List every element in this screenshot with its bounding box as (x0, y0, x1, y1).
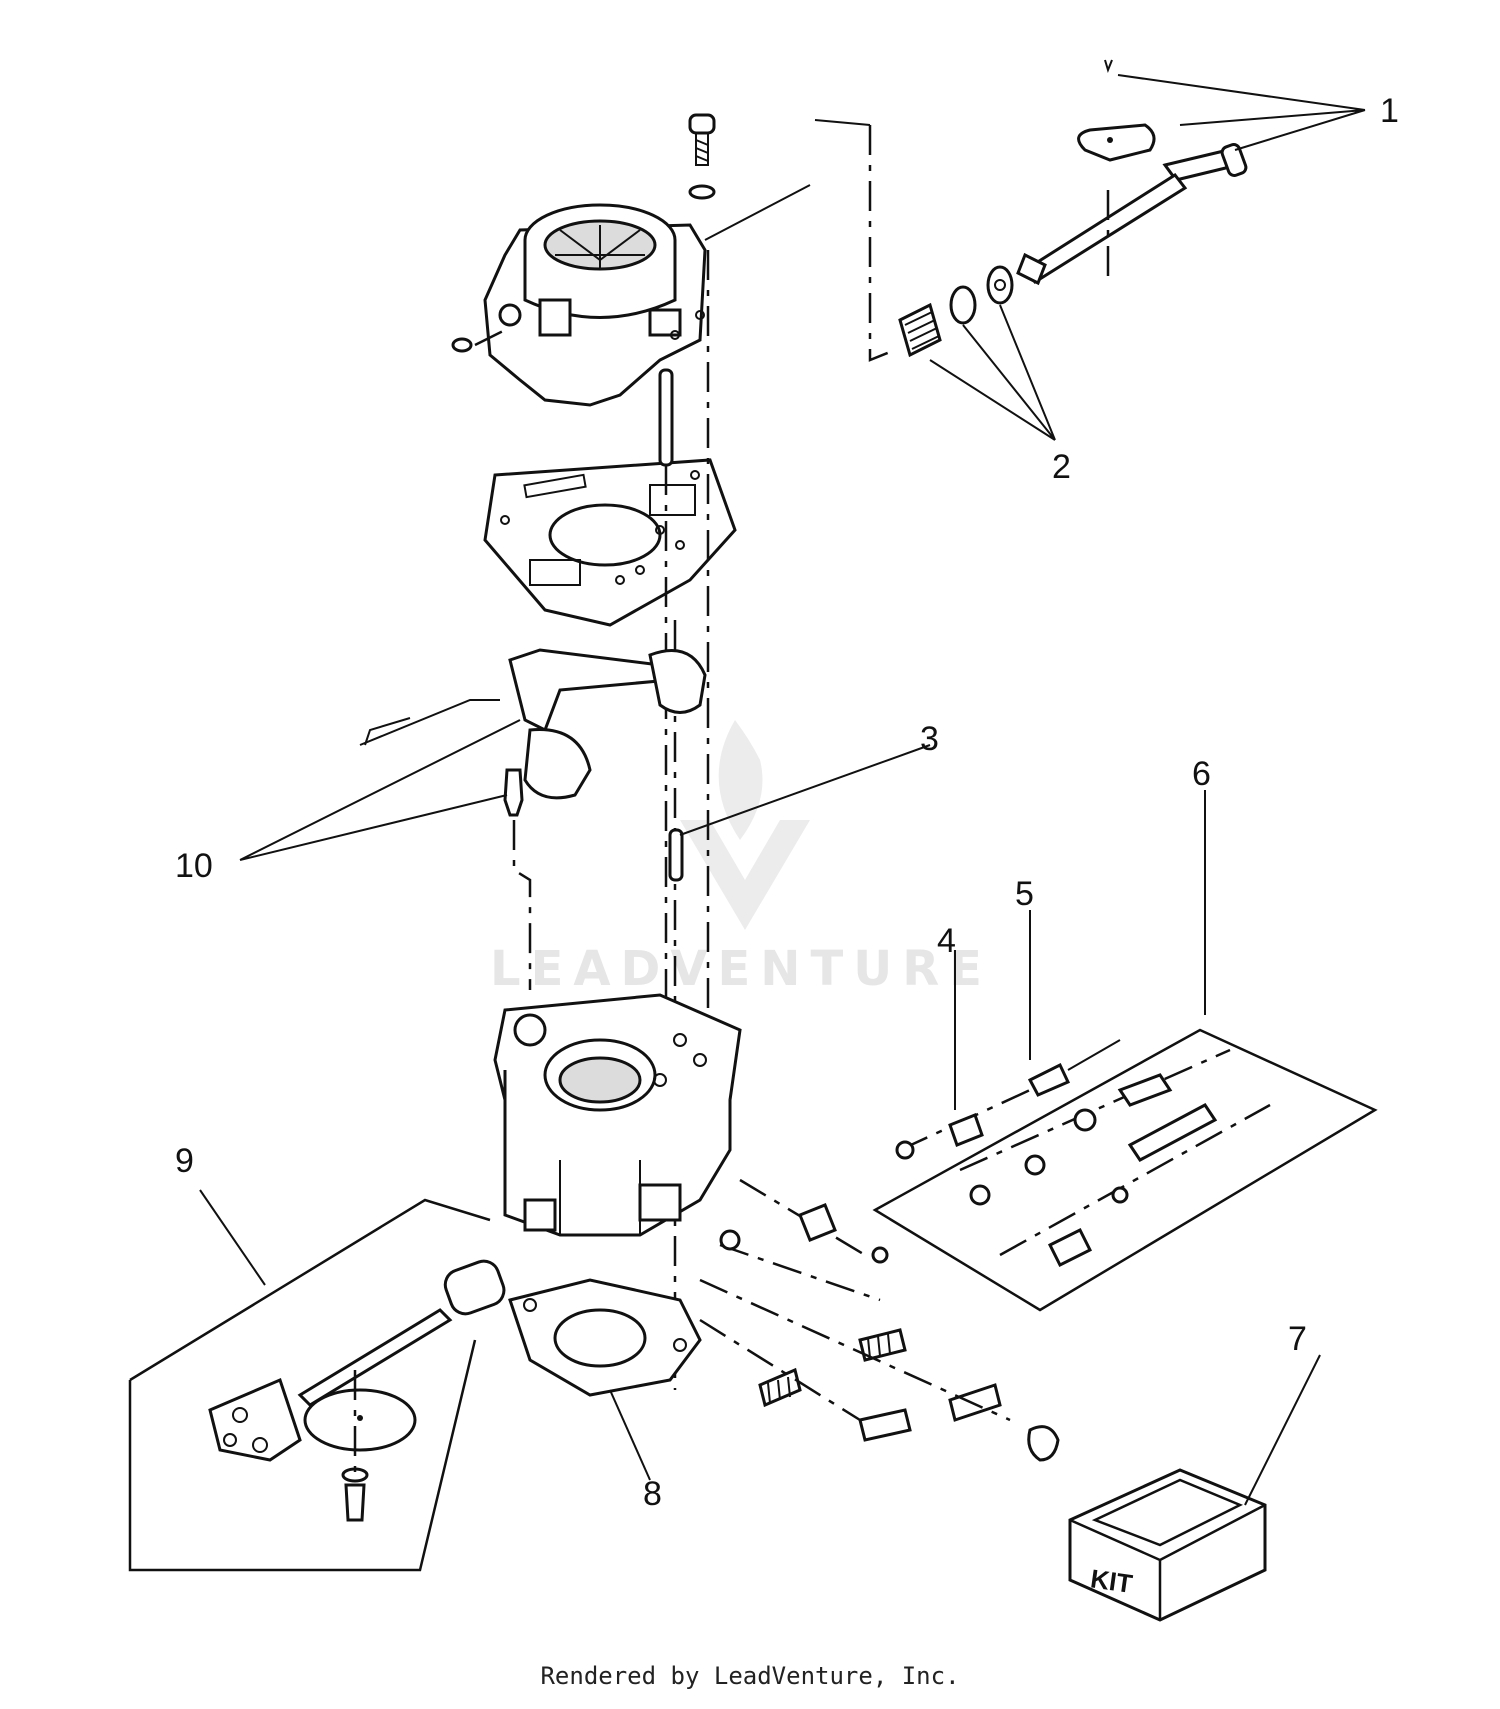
callout-9: 9 (175, 1142, 194, 1180)
inlet-needle (503, 768, 524, 817)
callout-3: 3 (920, 720, 939, 758)
leader-lines (199, 74, 1366, 1506)
float-assembly (359, 648, 707, 800)
callout-2: 2 (1052, 448, 1071, 486)
callout-7: 7 (1288, 1320, 1307, 1358)
callout-4: 4 (937, 922, 956, 960)
main-nozzle (668, 828, 684, 882)
idle-screw-parts (719, 1203, 889, 1264)
washer-left (451, 337, 473, 353)
watermark-text: LEADVENTURE (490, 941, 992, 997)
repair-kit-box: KIT (1068, 1468, 1267, 1622)
jet-needle (1027, 1039, 1121, 1097)
callout-5: 5 (1015, 875, 1034, 913)
carburetor-main-body (493, 993, 742, 1237)
choke-shaft-assembly (1016, 59, 1248, 286)
float-pin (658, 368, 674, 467)
top-screw (688, 113, 716, 200)
flange-gasket (508, 1278, 702, 1397)
main-jet (895, 1113, 984, 1160)
footer-credit: Rendered by LeadVenture, Inc. (540, 1662, 960, 1690)
air-horn-body (483, 203, 707, 407)
callout-8: 8 (643, 1475, 662, 1513)
callout-1: 1 (1380, 92, 1399, 130)
upper-gasket (483, 458, 737, 627)
mixture-screws (758, 1328, 1060, 1462)
callout-6: 6 (1192, 755, 1211, 793)
spring-washers (898, 265, 1014, 358)
watermark: LEADVENTURE (490, 720, 992, 997)
throttle-shaft-assembly (128, 1198, 506, 1572)
kit-box-label: KIT (1089, 1563, 1135, 1599)
callout-10: 10 (175, 847, 213, 885)
jet-kit-tray (872, 1028, 1378, 1312)
